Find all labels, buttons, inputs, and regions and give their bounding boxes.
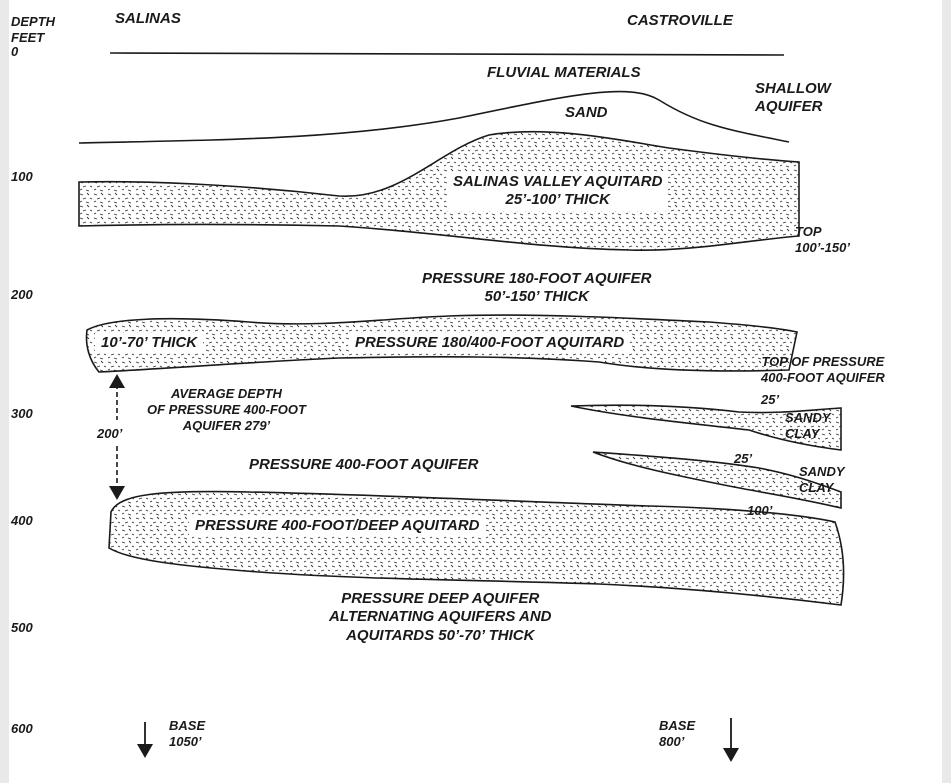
aquifer-180-label: PRESSURE 180-FOOT AQUIFER 50’-150’ THICK bbox=[422, 270, 652, 306]
cross-section-canvas: DEPTH FEET 0 100 200 300 400 500 600 SAL… bbox=[9, 0, 942, 783]
base-right-label: BASE 800’ bbox=[659, 718, 696, 749]
thickness-200-label: 200’ bbox=[97, 426, 123, 441]
sand-top-boundary bbox=[78, 90, 790, 144]
valley-aquitard-layer bbox=[78, 130, 800, 252]
depth-tick-200: 200 bbox=[11, 287, 33, 302]
lens-25-lower-label: 25’ bbox=[734, 451, 753, 466]
average-depth-label: AVERAGE DEPTH OF PRESSURE 400-FOOT AQUIF… bbox=[147, 386, 306, 433]
aquitard-thickness-label: 10’-70’ THICK bbox=[95, 333, 204, 354]
depth-tick-600: 600 bbox=[11, 721, 33, 736]
shallow-aquifer-label: SHALLOW AQUIFER bbox=[755, 80, 831, 116]
aquifer-400-label: PRESSURE 400-FOOT AQUIFER bbox=[249, 456, 479, 473]
base-right-arrow bbox=[723, 718, 739, 762]
depth-axis-header: DEPTH FEET bbox=[11, 14, 56, 45]
base-left-arrow bbox=[137, 722, 153, 758]
aquitard-400-deep-label: PRESSURE 400-FOOT/DEEP AQUITARD bbox=[189, 516, 486, 537]
top-400-label: TOP OF PRESSURE 400-FOOT AQUIFER bbox=[761, 354, 885, 385]
fluvial-materials-label: FLUVIAL MATERIALS bbox=[487, 64, 641, 81]
aquitard-180-400-label: PRESSURE 180/400-FOOT AQUITARD bbox=[349, 333, 631, 354]
aquitard-400-deep-layer bbox=[108, 490, 845, 606]
sandy-clay-lens-2 bbox=[592, 451, 842, 510]
thickness-200-arrow bbox=[109, 374, 125, 500]
sandy-clay-lens-1 bbox=[570, 404, 842, 451]
lens-25-upper-label: 25’ bbox=[761, 392, 780, 407]
deep-aquifer-label: PRESSURE DEEP AQUIFER ALTERNATING AQUIFE… bbox=[329, 590, 552, 644]
sand-label: SAND bbox=[565, 104, 608, 121]
depth-tick-300: 300 bbox=[11, 406, 33, 421]
sandy-clay-1-label: SANDY CLAY bbox=[785, 410, 831, 441]
base-left-label: BASE 1050’ bbox=[169, 718, 206, 749]
ground-surface-line bbox=[109, 52, 785, 56]
lens-100-label: 100’ bbox=[747, 503, 773, 518]
depth-tick-100: 100 bbox=[11, 169, 33, 184]
sandy-clay-2-label: SANDY CLAY bbox=[799, 464, 845, 495]
location-castroville: CASTROVILLE bbox=[627, 12, 733, 29]
location-salinas: SALINAS bbox=[115, 10, 181, 27]
depth-tick-0: 0 bbox=[11, 44, 19, 59]
depth-tick-500: 500 bbox=[11, 620, 33, 635]
valley-aquitard-label: SALINAS VALLEY AQUITARD 25’-100’ THICK bbox=[447, 172, 669, 211]
top-180-label: TOP 100’-150’ bbox=[795, 224, 850, 255]
depth-tick-400: 400 bbox=[11, 513, 33, 528]
